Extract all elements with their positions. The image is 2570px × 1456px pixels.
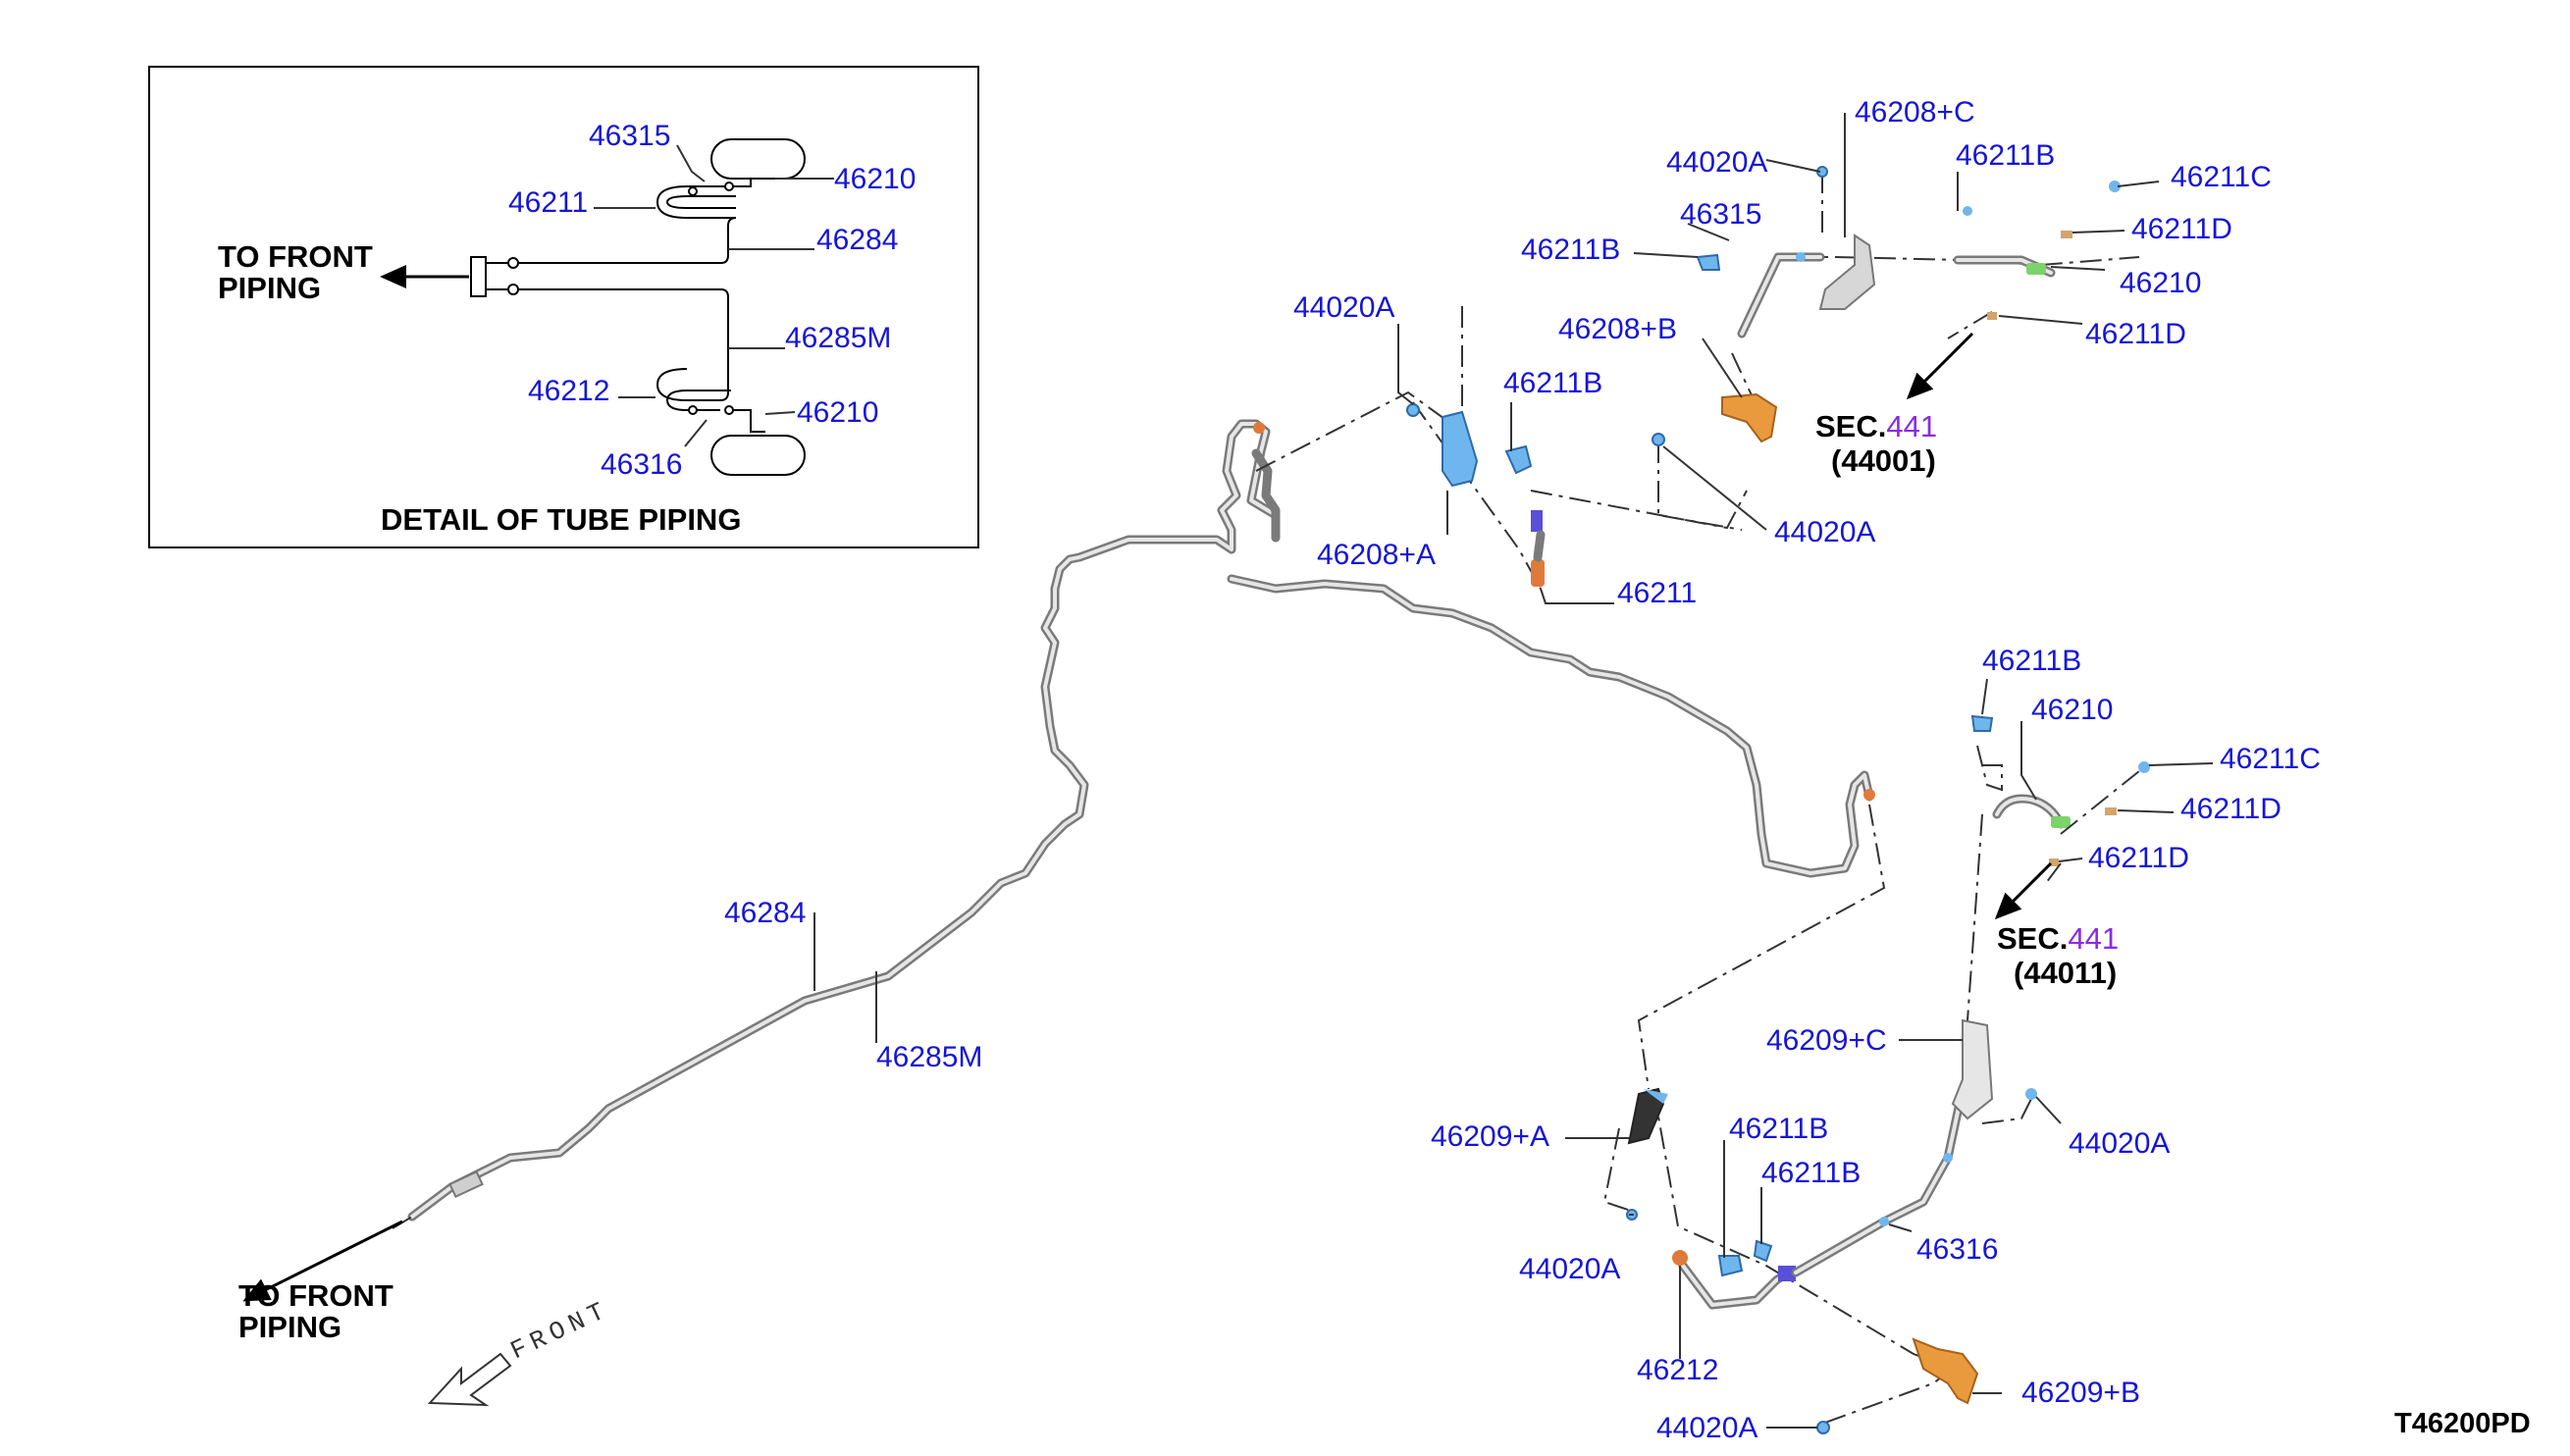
detail-to-front-line2: PIPING [218,271,321,305]
clip-46211B-5 [1717,1255,1744,1277]
diagram-code: T46200PD [2394,1408,2531,1439]
detail-label-46284: 46284 [816,224,898,256]
label-46211B-4: 46211B [1982,645,2081,677]
label-46315: 46315 [1680,198,1761,231]
detail-label-46211: 46211 [508,186,588,219]
connector-green-1 [2026,263,2046,275]
detail-to-front-line1: TO FRONT [218,239,373,274]
detail-frame [148,66,979,548]
label-46208A: 46208+A [1317,539,1436,571]
fitting-right [1863,789,1875,801]
label-46208B: 46208+B [1558,313,1677,345]
detail-label-46285M: 46285M [785,322,891,354]
upper-caliper-group [1255,166,2140,590]
label-46284: 46284 [724,897,806,929]
label-46211C-1: 46211C [2171,161,2272,193]
label-44020A-1: 44020A [1293,291,1394,324]
label-46211D-2: 46211D [2085,318,2186,350]
bracket-46208A [1442,410,1479,488]
label-46211D-1: 46211D [2131,213,2232,245]
leader-lines [813,113,2214,1429]
fitting-46212 [1672,1250,1688,1266]
bracket-46209B [1912,1337,1979,1405]
section-ref-1: SEC.441 (44001) [1815,409,1937,478]
front-marker: FRONT [427,1294,615,1407]
detail-label-46315: 46315 [589,120,670,152]
label-46210-1: 46210 [2120,267,2201,299]
clip-46211B-2 [1696,253,1721,271]
label-46211B-1: 46211B [1503,367,1602,399]
detail-label-46210-top: 46210 [834,163,916,195]
fitting-46211 [1531,559,1545,587]
sec1-prefix: SEC. [1815,409,1886,443]
fitting-top [1253,422,1265,434]
detail-u-bend-lower [665,390,731,411]
main-labels: 46284 46285M 44020A 46208+A 46211B 46211… [724,96,2321,1444]
detail-label-46316: 46316 [601,448,682,481]
front-arrow-icon [427,1352,512,1407]
detail-tube-lower [471,288,729,401]
clip-46211B-4 [1970,714,1994,732]
connector-purple-1 [1531,510,1543,532]
sec2-prefix: SEC. [1997,921,2068,956]
svg-text:SEC.441: SEC.441 [1997,921,2119,956]
label-46211B-6: 46211B [1761,1157,1861,1189]
clip-46211B-1 [1504,444,1533,475]
detail-label-46210-bot: 46210 [797,396,878,429]
detail-u-bend-upper [656,185,736,219]
section-ref-2: SEC.441 (44011) [1997,921,2119,990]
label-46211B-5: 46211B [1729,1113,1828,1145]
detail-caliper-lower [710,435,806,476]
label-46209A: 46209+A [1431,1120,1549,1153]
sec-arrow-1 [1906,332,1974,400]
label-46316: 46316 [1916,1233,1998,1266]
label-46208C: 46208+C [1855,96,1975,129]
svg-text:SEC.441: SEC.441 [1815,409,1937,443]
bracket-46209C [1951,1018,1994,1120]
lower-caliper-group [1602,714,2150,1434]
label-46211B-3: 46211B [1956,139,2055,172]
detail-title: DETAIL OF TUBE PIPING [381,502,741,537]
main-to-front-line1: TO FRONT [238,1278,393,1313]
label-44020A-4: 44020A [2069,1127,2170,1160]
label-46209C: 46209+C [1766,1024,1887,1057]
bracket-46208C [1818,234,1876,310]
label-46209B: 46209+B [2021,1377,2140,1409]
clip-46211B-6 [1753,1239,1773,1263]
label-46211C-2: 46211C [2220,743,2321,775]
label-46210-2: 46210 [2031,694,2113,726]
sec1-number: 441 [1886,409,1937,443]
sec1-sub: (44001) [1831,443,1936,478]
label-46211B-2: 46211B [1521,234,1620,266]
connector-green-2 [2051,816,2071,828]
main-front-arrow [242,1220,403,1302]
label-44020A-2: 44020A [1774,516,1875,548]
detail-label-46212: 46212 [528,375,609,407]
front-label: FRONT [506,1294,615,1366]
detail-box: 46315 46210 46211 46284 46285M 46212 462… [148,66,979,548]
label-44020A-5: 44020A [1519,1253,1620,1285]
sec-arrow-2 [1994,861,2053,920]
sec2-number: 441 [2068,921,2119,956]
label-46212: 46212 [1637,1354,1718,1386]
main-tube-assembly [242,419,1875,1302]
detail-caliper-upper [710,138,806,180]
label-44020A-6: 44020A [1656,1412,1757,1444]
label-44020A-3: 44020A [1666,146,1767,179]
label-46211D-3: 46211D [2180,793,2282,825]
detail-tube-upper [471,217,737,264]
bracket-46208B [1721,392,1778,443]
main-to-front-line2: PIPING [238,1310,341,1344]
label-46211D-4: 46211D [2088,842,2189,874]
bracket-46209A [1627,1087,1665,1145]
detail-manifold [470,256,487,297]
label-46211: 46211 [1617,577,1697,609]
connector-purple-2 [1778,1266,1796,1281]
label-46285M: 46285M [876,1041,982,1073]
sec2-sub: (44011) [2014,956,2117,990]
